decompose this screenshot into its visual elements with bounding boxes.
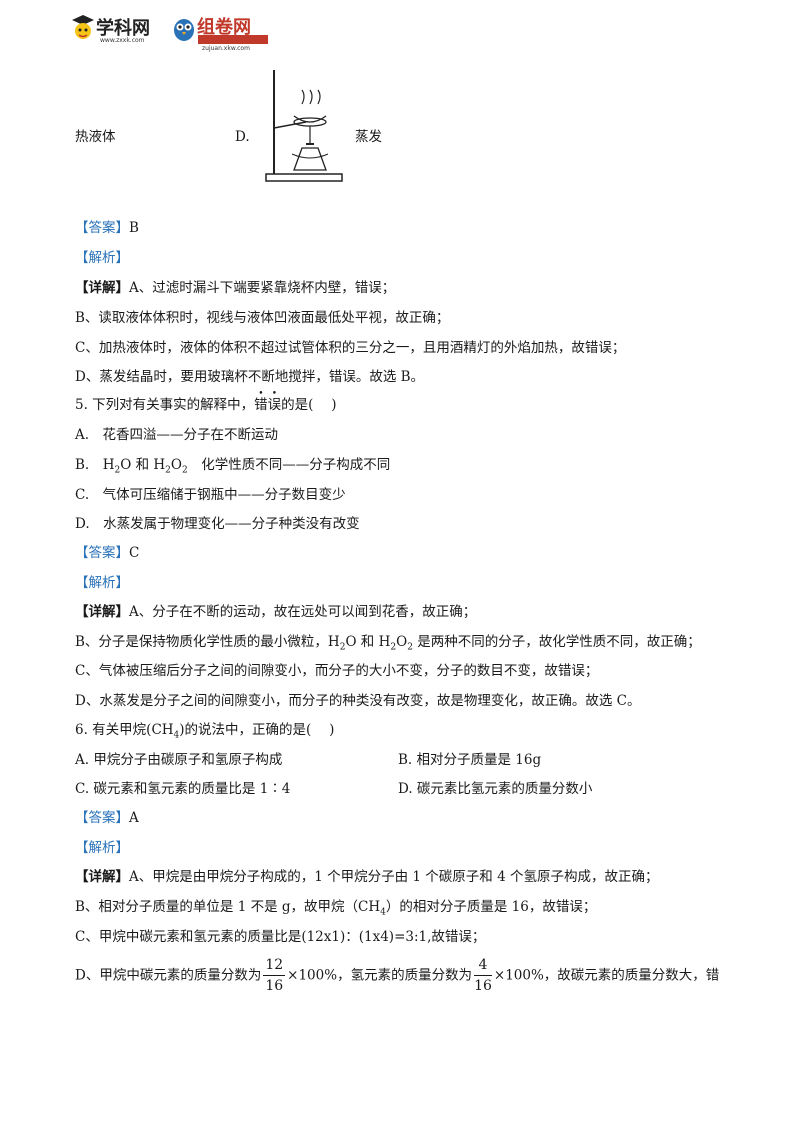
q4-answer: 【答案】B xyxy=(75,219,139,237)
q6-answer: 【答案】A xyxy=(75,809,139,827)
zujuan-logo-url: zujuan.xkw.com xyxy=(202,45,250,52)
q5-option-d: D. 水蒸发属于物理变化——分子种类没有改变 xyxy=(75,516,360,532)
q4-detail-b: B、读取液体体积时，视线与液体凹液面最低处平视，故正确； xyxy=(75,310,450,326)
q6-option-b: B. 相对分子质量是 16g xyxy=(398,752,542,768)
q4-detail-a: 【详解】A、过滤时漏斗下端要紧靠烧杯内壁，错误； xyxy=(75,280,396,296)
q6-option-c: C. 碳元素和氢元素的质量比是 1∶4 xyxy=(75,781,291,797)
detail-tag: 【详解】 xyxy=(75,869,129,885)
q6-stem: 6. 有关甲烷(CH4)的说法中，正确的是( ) xyxy=(75,722,335,741)
answer-tag: 【答案】 xyxy=(75,545,129,561)
q6-analysis: 【解析】 xyxy=(75,839,129,857)
xueke-logo-text: 学科网 xyxy=(96,18,150,39)
q4-analysis: 【解析】 xyxy=(75,249,129,267)
q5-detail-d: D、水蒸发是分子之间的间隙变小，而分子的种类没有改变，故是物理变化，故正确。故选… xyxy=(75,693,641,709)
header: 学科网 www.zxxk.com 组卷网 zujuan.xkw.com xyxy=(70,10,270,52)
q5-option-a: A. 花香四溢——分子在不断运动 xyxy=(75,427,279,443)
answer-value: A xyxy=(129,810,139,826)
graduate-mascot-icon xyxy=(72,15,94,39)
q5-option-b: B. H2O 和 H2O2 化学性质不同——分子构成不同 xyxy=(75,457,391,476)
owl-mascot-icon xyxy=(174,19,194,41)
zujuan-logo-text: 组卷网 xyxy=(197,17,251,38)
q5-detail-b: B、分子是保持物质化学性质的最小微粒，H2O 和 H2O2 是两种不同的分子，故… xyxy=(75,634,701,653)
answer-tag: 【答案】 xyxy=(75,220,129,236)
detail-tag: 【详解】 xyxy=(75,604,129,620)
zujuan-logo: 组卷网 zujuan.xkw.com xyxy=(172,10,270,52)
q6-detail-a: 【详解】A、甲烷是由甲烷分子构成的，1 个甲烷分子由 1 个碳原子和 4 个氢原… xyxy=(75,869,659,885)
q6-detail-c: C、甲烷中碳元素和氢元素的质量比是(12x1)：(1x4)=3:1,故错误； xyxy=(75,929,486,945)
emphasis-char: 误 xyxy=(268,396,282,414)
q5-detail-a: 【详解】A、分子在不断的运动，故在远处可以闻到花香，故正确； xyxy=(75,604,477,620)
xueke-logo: 学科网 www.zxxk.com xyxy=(70,10,165,48)
q6-option-d: D. 碳元素比氢元素的质量分数小 xyxy=(398,781,593,797)
q6-option-a: A. 甲烷分子由碳原子和氢原子构成 xyxy=(75,752,283,768)
detail-tag: 【详解】 xyxy=(75,280,129,296)
option-d-label: 蒸发 xyxy=(355,129,382,145)
answer-tag: 【答案】 xyxy=(75,810,129,826)
q6-detail-b: B、相对分子质量的单位是 1 不是 g，故甲烷（CH4）的相对分子质量是 16，… xyxy=(75,899,597,918)
answer-value: C xyxy=(129,545,140,561)
option-d-letter: D. xyxy=(235,129,250,145)
q5-option-c: C. 气体可压缩储于钢瓶中——分子数目变少 xyxy=(75,487,346,503)
q5-detail-c: C、气体被压缩后分子之间的间隙变小，而分子的大小不变，分子的数目不变，故错误； xyxy=(75,663,599,679)
xueke-logo-url: www.zxxk.com xyxy=(100,37,145,44)
evaporation-apparatus-illustration xyxy=(265,70,343,182)
analysis-tag: 【解析】 xyxy=(75,840,129,856)
q5-answer: 【答案】C xyxy=(75,544,139,562)
q4-detail-d: D、蒸发结晶时，要用玻璃杯不断地搅拌，错误。故选 B。 xyxy=(75,369,425,385)
emphasis-char: 错 xyxy=(254,396,268,414)
q5-analysis: 【解析】 xyxy=(75,574,129,592)
q5-stem: 5. 下列对有关事实的解释中，错误的是( ) xyxy=(75,396,337,414)
answer-value: B xyxy=(129,220,139,236)
q4-detail-c: C、加热液体时，液体的体积不超过试管体积的三分之一，且用酒精灯的外焰加热，故错误… xyxy=(75,340,626,356)
analysis-tag: 【解析】 xyxy=(75,250,129,266)
prev-option-tail: 热液体 xyxy=(75,129,116,145)
zujuan-logo-url-bar xyxy=(198,35,268,44)
analysis-tag: 【解析】 xyxy=(75,575,129,591)
